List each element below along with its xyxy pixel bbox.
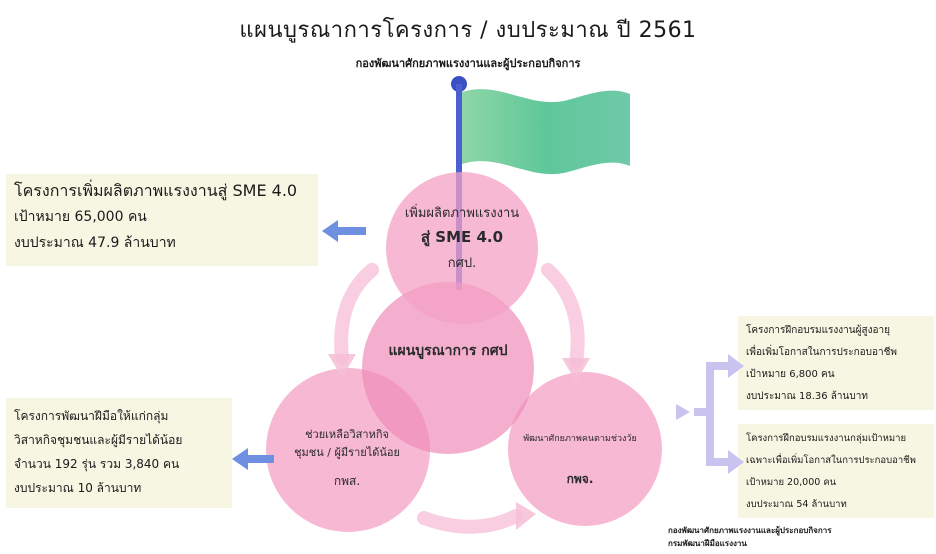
arrow-left-icon (322, 220, 366, 242)
footnote-line2: กรมพัฒนาฝีมือแรงงาน (668, 539, 747, 548)
project-box-community-line4: งบประมาณ 10 ล้านบาท (14, 481, 142, 495)
branch-arrows (676, 354, 744, 474)
circle-center-label: แผนบูรณาการ กศป (388, 343, 508, 359)
cycle-arrow-right (541, 263, 585, 369)
circle-top (386, 172, 538, 324)
cycle-arrow-bottom (417, 509, 523, 534)
project-box-community-line3: จำนวน 192 รุ่น รวม 3,840 คน (14, 457, 180, 471)
project-box-community: โครงการพัฒนาฝีมือให้แก่กลุ่ม วิสาหกิจชุม… (6, 398, 232, 508)
circle-top-line1: เพิ่มผลิตภาพแรงงาน (404, 206, 520, 221)
project-box-sme-budget: งบประมาณ 47.9 ล้านบาท (14, 235, 176, 251)
project-box-community-line2: วิสาหกิจชุมชนและผู้มีรายได้น้อย (14, 433, 183, 447)
project-box-elderly-line2: เพื่อเพิ่มโอกาสในการประกอบอาชีพ (746, 347, 898, 358)
page-title: แผนบูรณาการโครงการ / งบประมาณ ปี 2561 (239, 18, 697, 43)
circle-right-text: พัฒนาศักยภาพคนตามช่วงวัย กพจ. (498, 432, 662, 486)
project-box-target-group-line2: เฉพาะเพื่อเพิ่มโอกาสในการประกอบอาชีพ (746, 455, 916, 466)
cycle-arrow-left (334, 263, 379, 365)
circle-left-line2: ชุมชน / ผู้มีรายได้น้อย (294, 446, 400, 459)
project-box-target-group: โครงการฝึกอบรมแรงงานกลุ่มเป้าหมาย เฉพาะเ… (738, 424, 934, 518)
circle-right (508, 372, 662, 526)
project-box-elderly-line3: เป้าหมาย 6,800 คน (746, 369, 835, 380)
cycle-arrows (328, 263, 590, 534)
project-box-elderly-line4: งบประมาณ 18.36 ล้านบาท (746, 391, 868, 402)
circle-left-text: ช่วยเหลือวิสาหกิจ ชุมชน / ผู้มีรายได้น้อ… (272, 426, 422, 490)
circle-top-line2: สู่ SME 4.0 (420, 228, 504, 246)
flag-icon (462, 89, 630, 175)
project-box-target-group-line4: งบประมาณ 54 ล้านบาท (746, 499, 847, 510)
project-box-sme-title: โครงการเพิ่มผลิตภาพแรงงานสู่ SME 4.0 (14, 181, 298, 200)
circle-left-abbr: กพส. (333, 474, 361, 488)
project-box-elderly-line1: โครงการฝึกอบรมแรงงานผู้สูงอายุ (746, 325, 890, 336)
footnote: กองพัฒนาศักยภาพแรงงานและผู้ประกอบกิจการ … (668, 524, 832, 550)
arrow-left-icon (232, 448, 274, 470)
circle-top-text: เพิ่มผลิตภาพแรงงาน สู่ SME 4.0 กศป. (392, 204, 532, 274)
circle-left-line1: ช่วยเหลือวิสาหกิจ (305, 428, 389, 441)
project-box-sme-target: เป้าหมาย 65,000 คน (14, 209, 147, 225)
project-box-community-line1: โครงการพัฒนาฝีมือให้แก่กลุ่ม (14, 409, 169, 423)
project-box-sme: โครงการเพิ่มผลิตภาพแรงงานสู่ SME 4.0 เป้… (6, 174, 318, 266)
circle-top-abbr: กศป. (447, 256, 477, 271)
circle-right-line1: พัฒนาศักยภาพคนตามช่วงวัย (523, 434, 637, 444)
project-box-elderly: โครงการฝึกอบรมแรงงานผู้สูงอายุ เพื่อเพิ่… (738, 316, 934, 410)
circle-right-abbr: กพจ. (566, 472, 594, 486)
project-box-target-group-line3: เป้าหมาย 20,000 คน (746, 477, 837, 488)
page-subtitle: กองพัฒนาศักยภาพแรงงานและผู้ประกอบกิจการ (355, 57, 581, 70)
footnote-line1: กองพัฒนาศักยภาพแรงงานและผู้ประกอบกิจการ (668, 526, 832, 535)
project-box-target-group-line1: โครงการฝึกอบรมแรงงานกลุ่มเป้าหมาย (746, 433, 907, 444)
